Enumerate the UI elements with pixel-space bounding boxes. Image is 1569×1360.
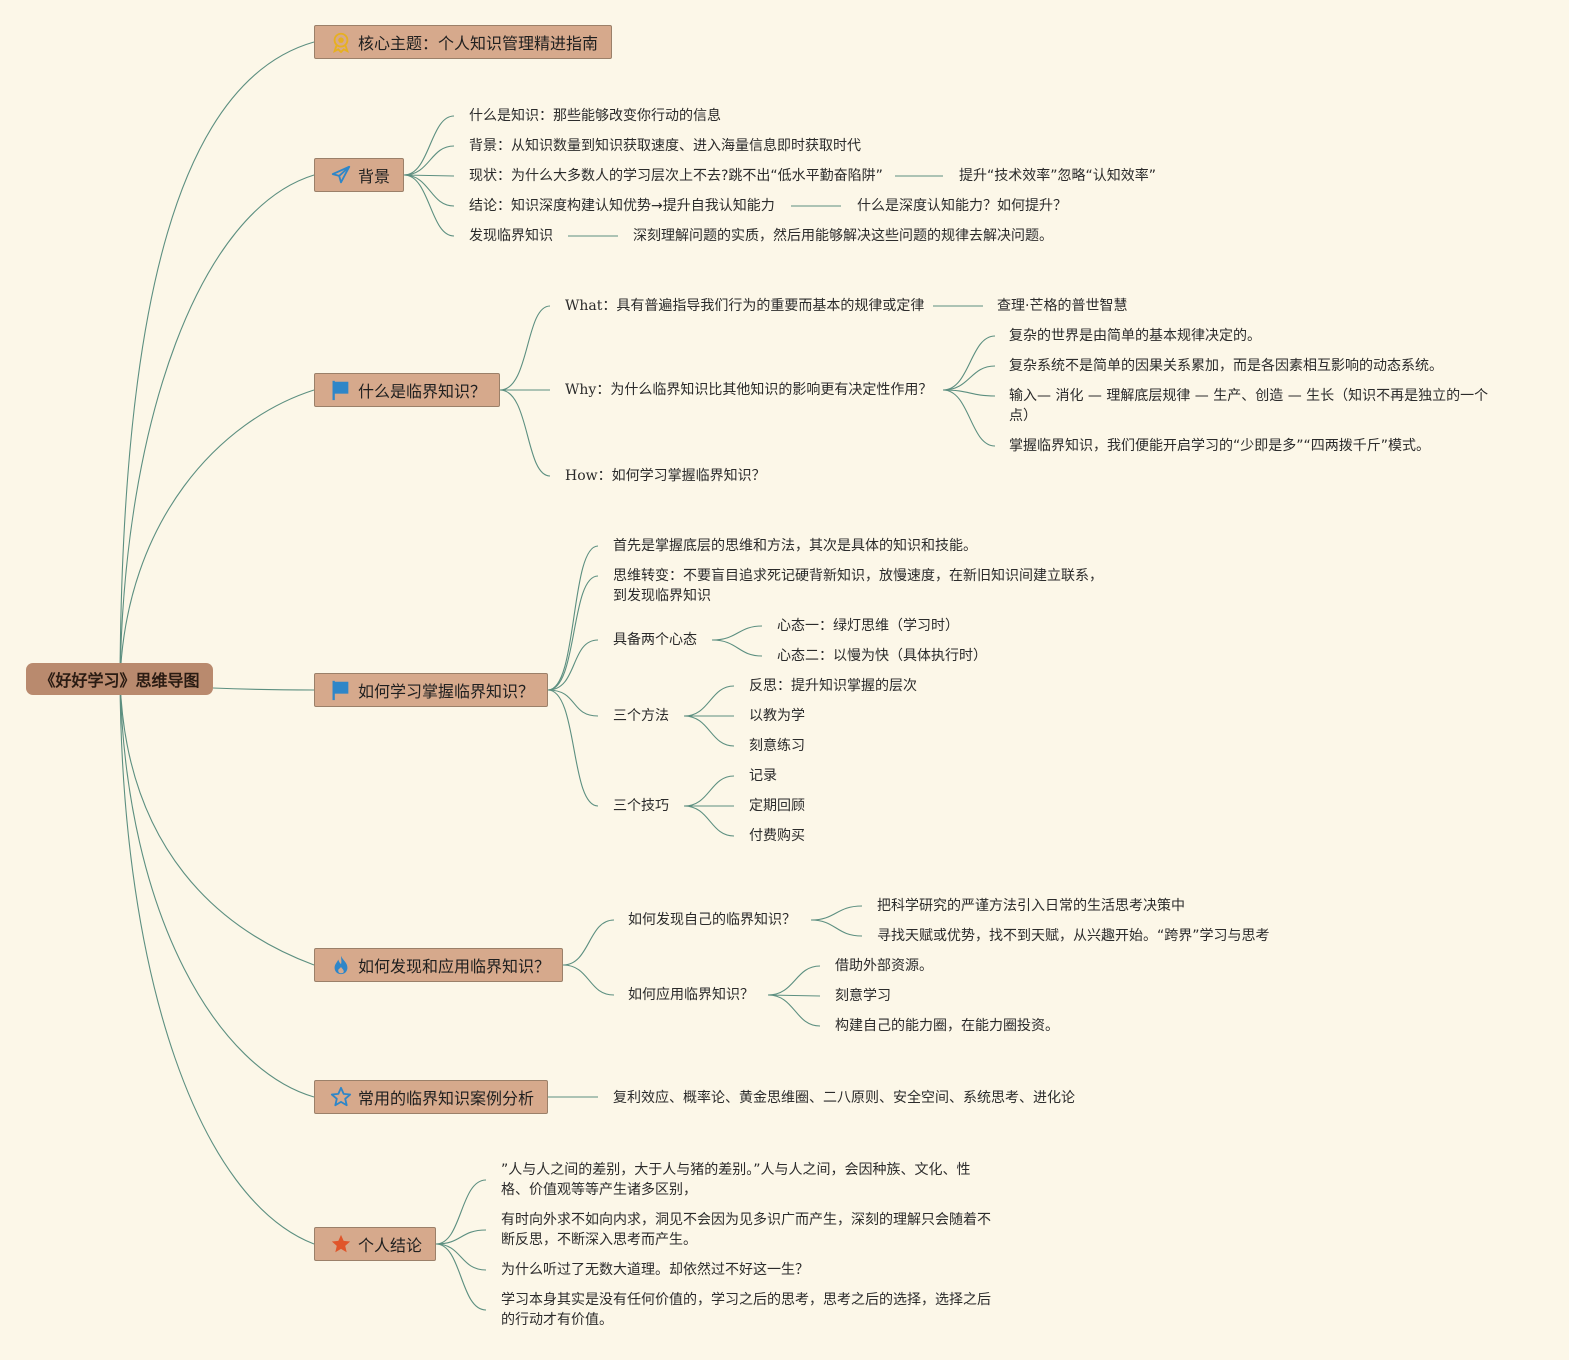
branch-discover-apply-label: 如何发现和应用临界知识？ <box>358 957 551 976</box>
apply-subitem[interactable]: 构建自己的能力圈，在能力圈投资。 <box>835 1018 1059 1034</box>
root-node[interactable]: 《好好学习》思维导图 <box>26 663 213 695</box>
flag-icon <box>329 678 353 702</box>
branch-how-learn[interactable]: 如何学习掌握临界知识？ <box>314 673 548 707</box>
branch-what-is-label: 什么是临界知识？ <box>358 382 487 401</box>
root-label: 《好好学习》思维导图 <box>39 671 200 690</box>
background-subitem[interactable]: 什么是深度认知能力？如何提升？ <box>857 198 1067 214</box>
paper-plane-icon <box>329 163 353 187</box>
discover-item[interactable]: 如何应用临界知识？ <box>628 987 754 1003</box>
flag-icon <box>329 378 353 402</box>
method-item[interactable]: 刻意练习 <box>749 738 805 754</box>
how-item[interactable]: 首先是掌握底层的思维和方法，其次是具体的知识和技能。 <box>613 538 977 554</box>
branch-what-is[interactable]: 什么是临界知识？ <box>314 373 500 407</box>
how-item[interactable]: 三个方法 <box>613 708 669 724</box>
conclusion-item[interactable]: 有时向外求不如向内求，洞见不会因为见多识广而产生，深刻的理解只会随着不断反思，不… <box>501 1212 991 1248</box>
mindset-item[interactable]: 心态一：绿灯思维（学习时） <box>777 618 959 634</box>
branch-core-label: 核心主题：个人知识管理精进指南 <box>358 34 599 53</box>
background-item[interactable]: 什么是知识：那些能够改变你行动的信息 <box>469 108 721 124</box>
background-item[interactable]: 背景：从知识数量到知识获取速度、进入海量信息即时获取时代 <box>469 138 861 154</box>
how-item[interactable]: 思维转变：不要盲目追求死记硬背新知识，放慢速度，在新旧知识间建立联系，到发现临界… <box>613 568 1103 604</box>
discover-item[interactable]: 如何发现自己的临界知识？ <box>628 912 796 928</box>
conclusion-item[interactable]: ”人与人之间的差别，大于人与猪的差别。”人与人之间，会因种族、文化、性格、价值观… <box>501 1162 971 1198</box>
branch-background-label: 背景 <box>358 167 391 186</box>
branch-conclusion-label: 个人结论 <box>358 1236 423 1255</box>
cases-item[interactable]: 复利效应、概率论、黄金思维圈、二八原则、安全空间、系统思考、进化论 <box>613 1090 1075 1106</box>
how-item[interactable]: 三个技巧 <box>613 798 669 814</box>
branch-discover-apply[interactable]: 如何发现和应用临界知识？ <box>314 948 563 982</box>
star-outline-icon <box>329 1085 353 1109</box>
apply-subitem[interactable]: 刻意学习 <box>835 988 891 1004</box>
method-item[interactable]: 反思：提升知识掌握的层次 <box>749 678 917 694</box>
discover-subitem[interactable]: 寻找天赋或优势，找不到天赋，从兴趣开始。“跨界”学习与思考 <box>877 928 1270 944</box>
background-subitem[interactable]: 提升“技术效率”忽略“认知效率” <box>959 168 1157 184</box>
what-item[interactable]: What：具有普遍指导我们行为的重要而基本的规律或定律 <box>565 298 925 314</box>
background-item[interactable]: 结论：知识深度构建认知优势→提升自我认知能力 <box>469 198 775 214</box>
star-filled-icon <box>329 1232 353 1256</box>
discover-subitem[interactable]: 把科学研究的严谨方法引入日常的生活思考决策中 <box>877 898 1185 914</box>
branch-background[interactable]: 背景 <box>314 158 404 192</box>
apply-subitem[interactable]: 借助外部资源。 <box>835 958 933 974</box>
flame-icon <box>329 953 353 977</box>
background-subitem[interactable]: 深刻理解问题的实质，然后用能够解决这些问题的规律去解决问题。 <box>633 228 1053 244</box>
technique-item[interactable]: 记录 <box>749 768 777 784</box>
branch-cases[interactable]: 常用的临界知识案例分析 <box>314 1080 548 1114</box>
why-subitem[interactable]: 输入— 消化 — 理解底层规律 — 生产、创造 — 生长（知识不再是独立的一个点… <box>1009 388 1489 424</box>
how-item[interactable]: 具备两个心态 <box>613 632 697 648</box>
why-subitem[interactable]: 掌握临界知识，我们便能开启学习的“少即是多”“四两拨千斤”模式。 <box>1009 438 1431 454</box>
mindset-item[interactable]: 心态二：以慢为快（具体执行时） <box>777 648 987 664</box>
sun-badge-icon <box>329 30 353 54</box>
branch-conclusion[interactable]: 个人结论 <box>314 1227 436 1261</box>
technique-item[interactable]: 定期回顾 <box>749 798 805 814</box>
branch-cases-label: 常用的临界知识案例分析 <box>358 1089 535 1108</box>
why-subitem[interactable]: 复杂系统不是简单的因果关系累加，而是各因素相互影响的动态系统。 <box>1009 358 1443 374</box>
conclusion-item[interactable]: 学习本身其实是没有任何价值的，学习之后的思考，思考之后的选择，选择之后的行动才有… <box>501 1292 991 1328</box>
technique-item[interactable]: 付费购买 <box>749 828 805 844</box>
background-item[interactable]: 现状：为什么大多数人的学习层次上不去?跳不出“低水平勤奋陷阱” <box>469 168 883 184</box>
method-item[interactable]: 以教为学 <box>749 708 805 724</box>
branch-core-topic[interactable]: 核心主题：个人知识管理精进指南 <box>314 25 612 59</box>
conclusion-item[interactable]: 为什么听过了无数大道理。却依然过不好这一生？ <box>501 1262 809 1278</box>
what-item[interactable]: Why：为什么临界知识比其他知识的影响更有决定性作用？ <box>565 382 933 398</box>
what-item[interactable]: How：如何学习掌握临界知识？ <box>565 468 766 484</box>
what-subitem[interactable]: 查理·芒格的普世智慧 <box>997 298 1128 314</box>
background-item[interactable]: 发现临界知识 <box>469 228 553 244</box>
branch-how-learn-label: 如何学习掌握临界知识？ <box>358 682 535 701</box>
why-subitem[interactable]: 复杂的世界是由简单的基本规律决定的。 <box>1009 328 1261 344</box>
